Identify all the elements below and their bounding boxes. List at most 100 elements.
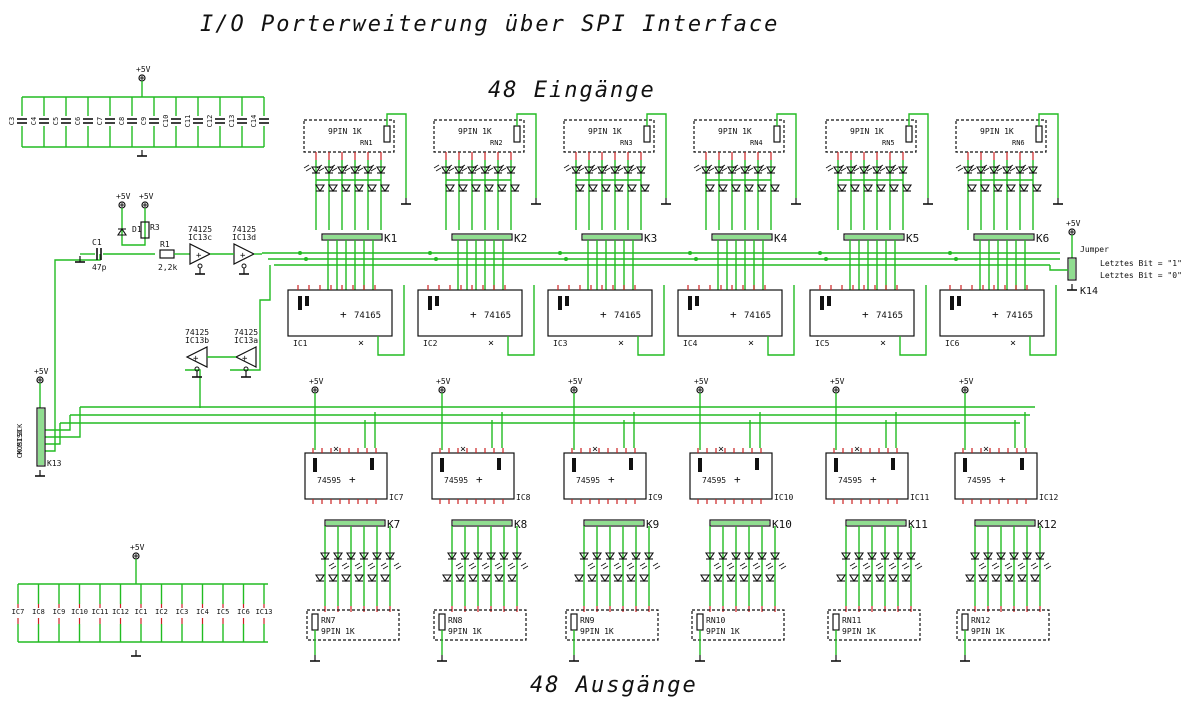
led-icon (587, 184, 599, 192)
rn-label: 9PIN 1K (980, 127, 1014, 136)
rn-label: 9PIN 1K (588, 127, 622, 136)
rn-common (386, 113, 407, 198)
ic-part: 74165 (354, 311, 381, 321)
led-ray (892, 167, 899, 172)
led-ray (354, 562, 361, 567)
led-ray (752, 562, 759, 567)
cap-ref: C5 (52, 117, 60, 125)
pin-header (974, 519, 1036, 527)
led-ray (602, 164, 609, 169)
led-icon (375, 166, 387, 174)
led-icon (345, 552, 357, 560)
led-ray (600, 562, 607, 567)
ic-origin: + (730, 308, 737, 321)
led-ray (576, 164, 583, 169)
led-ray (370, 167, 377, 172)
led-icon (444, 184, 456, 192)
shift-register-ic (939, 289, 1045, 337)
jumper-label: Jumper (1080, 245, 1109, 254)
ic-ref: IC5 (815, 339, 830, 348)
led-ray (446, 164, 453, 169)
led-icon (1031, 184, 1043, 192)
buffer-part: 74125 (234, 328, 258, 337)
led-ray (728, 565, 735, 570)
cap-ref: IC4 (196, 608, 209, 616)
ic-ref: IC11 (910, 493, 929, 502)
pin-header-pads (453, 521, 511, 525)
cap-ref: C9 (140, 117, 148, 125)
led-icon (440, 166, 452, 174)
led-icon (988, 166, 1000, 174)
ic-origin: + (862, 308, 869, 321)
cap-ref: IC13 (256, 608, 273, 616)
no-connect: × (592, 444, 598, 455)
pin-header (451, 233, 513, 241)
resistor-network (433, 119, 525, 153)
led-icon (966, 184, 978, 192)
pin-header-pads (845, 235, 903, 239)
shift-register-ic (547, 289, 653, 337)
led-ray (767, 565, 774, 570)
led-ray (864, 164, 871, 169)
led-icon (505, 166, 517, 174)
connector-ref: K1 (384, 232, 397, 245)
ic-part: 74165 (484, 311, 511, 321)
led-icon (738, 574, 750, 582)
led-ray (877, 565, 884, 570)
r1-resistor (159, 249, 175, 259)
pin-header (324, 519, 386, 527)
led-icon (699, 574, 711, 582)
cap-ref: IC3 (176, 608, 189, 616)
connector-ref: K2 (514, 232, 527, 245)
led-ray (849, 562, 856, 567)
junction (428, 251, 432, 255)
led-icon (479, 166, 491, 174)
led-icon (446, 552, 458, 560)
led-icon (453, 166, 465, 174)
pin-header-pads (453, 235, 511, 239)
junction (824, 257, 828, 261)
led-icon (310, 166, 322, 174)
buffer-ref: IC13d (232, 233, 256, 242)
led-icon (875, 184, 887, 192)
ic-mark (497, 458, 501, 470)
power-label: +5V (309, 377, 324, 386)
ic-mark (565, 296, 569, 306)
led-icon (454, 574, 466, 582)
ic-mark (820, 296, 824, 310)
connector-ref: K10 (772, 518, 792, 531)
junction (564, 257, 568, 261)
led-icon (962, 166, 974, 174)
led-ray (626, 562, 633, 567)
ic-mark (957, 296, 961, 306)
rn-ref: RN12 (971, 616, 990, 625)
led-icon (578, 552, 590, 560)
led-icon (612, 574, 624, 582)
led-ray (455, 562, 462, 567)
led-ray (983, 167, 990, 172)
ic-mark (305, 296, 309, 306)
rn-common-resistor (570, 613, 578, 631)
ic-mark (963, 458, 967, 472)
led-ray (827, 167, 834, 172)
ic-mark (313, 458, 317, 472)
ic-part: 74165 (614, 311, 641, 321)
resistor-network (693, 119, 785, 153)
led-ray (654, 565, 661, 570)
led-icon (457, 184, 469, 192)
cap-ref: C6 (74, 117, 82, 125)
bus-k13-a (45, 415, 71, 431)
led-icon (1003, 574, 1015, 582)
led-ray (355, 164, 362, 169)
led-icon (756, 184, 768, 192)
c1-ref: C1 (92, 238, 102, 247)
led-icon (340, 184, 352, 192)
led-icon (599, 574, 611, 582)
ic-origin: + (870, 473, 877, 486)
cap-ref: IC10 (71, 608, 88, 616)
led-ray (825, 164, 832, 169)
led-icon (366, 574, 378, 582)
